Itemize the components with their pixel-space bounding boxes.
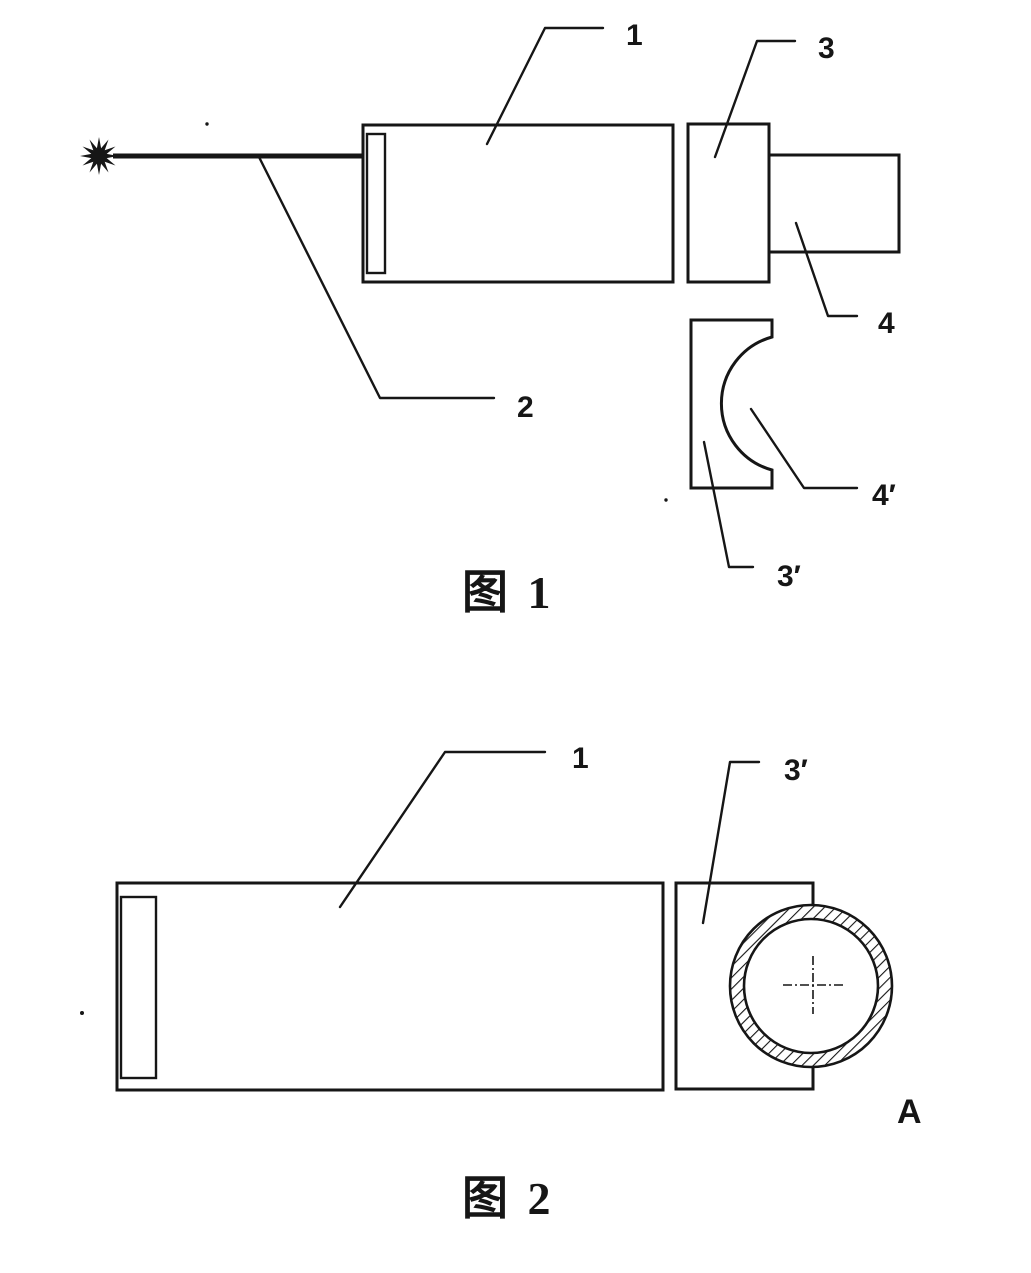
fig1-label-4-prime: 4′	[872, 479, 896, 512]
fig1-body-outline	[361, 123, 675, 284]
fig2-body-outline	[115, 881, 665, 1092]
fig1-bracket-shape	[689, 318, 774, 490]
fig1-body-inner-rect	[365, 132, 387, 275]
figure-1: 1 2 3 4 4′ 3′ 图 1	[80, 19, 901, 618]
fig2-leader-3-prime	[701, 760, 761, 925]
fig1-nozzle-rect	[767, 153, 901, 254]
fig2-body-inner-rect	[119, 895, 158, 1080]
fig2-ring-inner-circle	[742, 917, 880, 1055]
fig2-view-a-label: A	[897, 1093, 922, 1131]
fig1-caption: 图 1	[462, 567, 555, 618]
fig1-leader-2	[257, 155, 496, 400]
fig1-label-4: 4	[878, 307, 895, 340]
fig2-crosshair	[783, 956, 844, 1014]
fig2-caption: 图 2	[462, 1173, 555, 1224]
fig1-burst-star-shape	[80, 137, 118, 175]
fig1-leader-4	[794, 221, 859, 318]
fig1-label-2: 2	[517, 391, 534, 424]
fig1-label-3: 3	[818, 32, 835, 65]
figure-2: 1 3′ A 图 2	[115, 742, 922, 1224]
fig1-leader-1	[485, 26, 605, 146]
fig1-label-1: 1	[626, 19, 643, 52]
scan-specks	[80, 122, 668, 1015]
fig1-leader-4-prime	[749, 407, 859, 490]
fig1-leader-3-prime	[702, 440, 755, 569]
fig1-cap-rect	[686, 122, 771, 284]
fig1-label-3-prime: 3′	[777, 560, 801, 593]
fig2-label-1: 1	[572, 742, 589, 775]
fig2-leader-1	[338, 750, 547, 909]
fig2-label-3-prime: 3′	[784, 754, 808, 787]
fig1-leader-3	[713, 39, 797, 159]
